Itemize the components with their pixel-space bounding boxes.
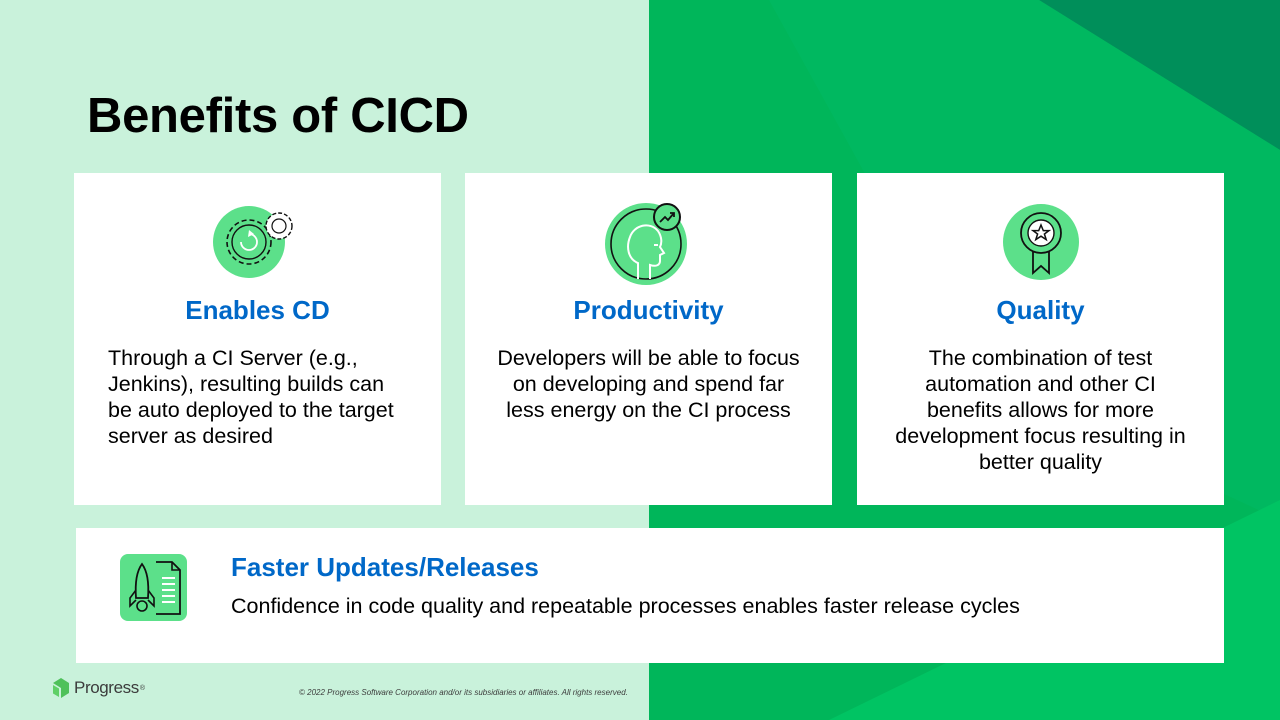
slide-title: Benefits of CICD — [87, 89, 469, 143]
rocket-document-icon — [120, 554, 187, 621]
card-text: Through a CI Server (e.g., Jenkins), res… — [108, 346, 394, 448]
progress-logo-text: Progress — [74, 678, 139, 697]
benefit-card-quality: Quality The combination of test automati… — [857, 173, 1224, 505]
benefit-card-productivity: Productivity Developers will be able to … — [465, 173, 832, 505]
award-ribbon-icon — [1002, 204, 1079, 280]
head-growth-icon — [604, 203, 687, 285]
copyright-text: © 2022 Progress Software Corporation and… — [299, 688, 628, 697]
progress-logo-icon — [53, 678, 69, 698]
card-heading: Enables CD — [185, 295, 330, 325]
card-text: The combination of test automation and o… — [895, 346, 1186, 474]
gears-cycle-icon — [212, 206, 293, 278]
benefit-card-faster-updates: Faster Updates/Releases Confidence in co… — [76, 528, 1224, 663]
benefit-card-enables-cd: Enables CD Through a CI Server (e.g., Je… — [74, 173, 441, 505]
card-heading: Faster Updates/Releases — [231, 552, 539, 582]
card-heading: Quality — [996, 295, 1085, 325]
progress-logo: Progress ® — [52, 678, 145, 698]
registered-mark: ® — [139, 684, 145, 692]
card-heading: Productivity — [573, 295, 724, 325]
card-text: Developers will be able to focus on deve… — [497, 346, 800, 422]
card-text: Confidence in code quality and repeatabl… — [231, 594, 1020, 618]
